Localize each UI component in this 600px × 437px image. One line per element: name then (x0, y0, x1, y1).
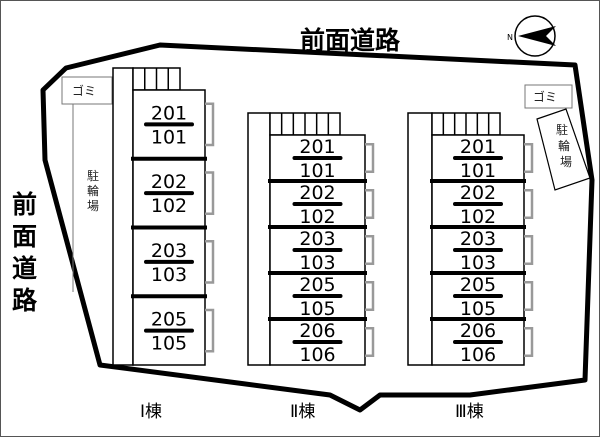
balcony (205, 171, 215, 215)
unit-number-upper: 203 (151, 240, 187, 262)
balcony (205, 102, 215, 147)
unit-number-lower: 105 (151, 333, 187, 355)
unit-number-lower: 101 (299, 160, 335, 182)
balcony (365, 326, 375, 358)
front-road-left-label: 前 面 道 路 (12, 190, 38, 315)
unit-number-lower: 106 (460, 344, 496, 366)
unit-number-upper: 206 (299, 320, 335, 342)
unit-number-upper: 205 (151, 309, 187, 331)
unit-number-lower: 103 (460, 252, 496, 274)
unit-number-lower: 102 (299, 206, 335, 228)
unit-number-upper: 203 (460, 228, 496, 250)
unit-number-lower: 105 (299, 298, 335, 320)
staircase (132, 67, 181, 91)
road-left-char: 面 (12, 222, 37, 251)
bike-label-char: 場 (87, 199, 99, 213)
bike-label-char: 場 (560, 155, 572, 169)
site-boundary (40, 42, 595, 413)
staircase (431, 112, 501, 136)
balcony (205, 240, 215, 284)
balcony (524, 188, 534, 220)
balcony (524, 142, 534, 174)
balcony (524, 326, 534, 358)
corridor (247, 112, 271, 366)
bike-label-char: 輪 (558, 138, 570, 153)
front-road-top-label: 前面道路 (300, 26, 401, 55)
road-left-char: 前 (12, 190, 37, 219)
corridor (112, 67, 134, 366)
corridor (407, 112, 433, 366)
garbage-label: ゴミ (72, 83, 96, 98)
unit-number-lower: 105 (460, 298, 496, 320)
unit-number-upper: 205 (299, 274, 335, 296)
building-label: Ⅰ棟 (140, 402, 162, 422)
balcony (205, 308, 215, 353)
unit-number-lower: 103 (151, 264, 187, 286)
balcony (365, 188, 375, 220)
unit-number-lower: 106 (299, 344, 335, 366)
balcony (524, 234, 534, 266)
garbage-label: ゴミ (533, 89, 557, 104)
balcony (365, 142, 375, 174)
bike-label-char: 駐 (87, 168, 99, 183)
road-left-char: 道 (12, 254, 37, 283)
garbage-area-right: ゴミ (524, 84, 573, 109)
balcony (365, 234, 375, 266)
bike-label-char: 輪 (87, 183, 99, 198)
unit-number-upper: 201 (460, 136, 496, 158)
bike-label-char: 駐 (556, 122, 568, 137)
balcony (524, 280, 534, 312)
unit-number-lower: 101 (460, 160, 496, 182)
unit-number-lower: 101 (151, 126, 187, 148)
road-left-char: 路 (12, 286, 38, 315)
unit-number-upper: 205 (460, 274, 496, 296)
unit-number-lower: 103 (299, 252, 335, 274)
unit-number-upper: 201 (299, 136, 335, 158)
unit-number-upper: 206 (460, 320, 496, 342)
garbage-area-left: ゴミ (61, 76, 113, 105)
unit-number-upper: 202 (151, 171, 187, 193)
unit-number-lower: 102 (460, 206, 496, 228)
unit-number-upper: 203 (299, 228, 335, 250)
bike-parking-left: 駐 輪 場 (72, 104, 99, 292)
unit-number-upper: 202 (299, 182, 335, 204)
building-label: Ⅱ棟 (290, 402, 315, 422)
compass-icon: N (507, 15, 556, 57)
unit-number-upper: 201 (151, 102, 187, 124)
unit-number-lower: 102 (151, 195, 187, 217)
unit-number-upper: 202 (460, 182, 496, 204)
balcony (365, 280, 375, 312)
bike-parking-right: 駐 輪 場 (536, 108, 591, 191)
compass-north-label: N (507, 33, 513, 42)
building-label: Ⅲ棟 (455, 402, 484, 422)
staircase (269, 112, 341, 136)
